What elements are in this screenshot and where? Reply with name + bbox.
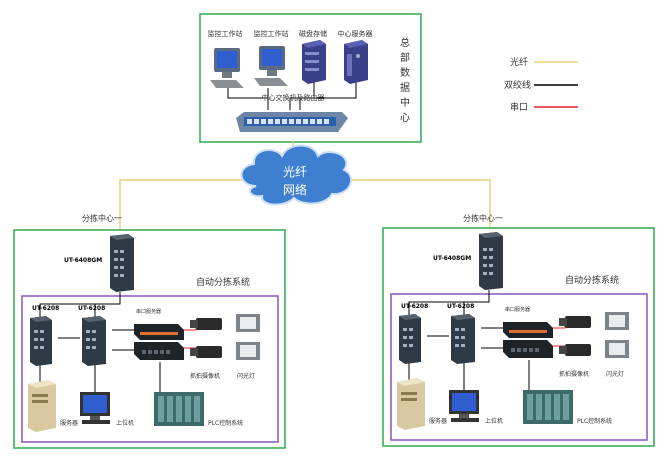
branch1-serial-server-icon bbox=[134, 324, 184, 360]
hq-core-switch-icon bbox=[236, 112, 348, 132]
branch1-top-switch-icon bbox=[110, 234, 134, 292]
svg-text:数: 数 bbox=[400, 66, 410, 79]
branch1-server-label: 服务器 bbox=[60, 419, 78, 427]
branch2-flash-icon bbox=[605, 312, 629, 358]
cloud-line2: 网络 bbox=[283, 182, 307, 197]
branch1-purple-box bbox=[21, 295, 279, 443]
branch2-purple-box bbox=[390, 293, 648, 441]
branch1-center-label: 分拣中心一 bbox=[82, 213, 122, 223]
branch2-plc-icon bbox=[523, 390, 573, 424]
hq-server-label: 中心服务器 bbox=[338, 29, 373, 38]
branch2-switch-a-label: UT-6208 bbox=[401, 303, 428, 310]
hq-title: 总 部 数 据 中 心 bbox=[400, 36, 410, 124]
branch2-plc-label: PLC控制系统 bbox=[577, 417, 612, 425]
branch1-links bbox=[39, 292, 161, 394]
branch2: UT-6408GM 自动分拣系统 UT-6208 UT-6208 bbox=[382, 227, 655, 447]
branch2-switch-a-icon bbox=[399, 314, 421, 364]
branch1-flash-icon bbox=[236, 314, 260, 360]
branch1-switch-b-label: UT-6208 bbox=[78, 305, 105, 312]
hq-server-icon bbox=[344, 40, 368, 84]
branch1-flash-label: 闪光灯 bbox=[237, 372, 255, 380]
legend-fiber-label: 光纤 bbox=[510, 56, 528, 68]
branch2-center-label: 分拣中心一 bbox=[463, 213, 503, 223]
hq-storage-label: 磁盘存储 bbox=[299, 29, 327, 38]
branch2-flash-label: 闪光灯 bbox=[606, 370, 624, 378]
branch2-serial-server-label: 串口服务器 bbox=[505, 306, 530, 313]
branch2-switch-b-label: UT-6208 bbox=[447, 303, 474, 310]
hq-storage-icon bbox=[302, 40, 326, 84]
hq-core-switch-label: 中心交换机及路由器 bbox=[262, 93, 325, 102]
branch2-top-switch-label: UT-6408GM bbox=[433, 255, 471, 262]
branch2-server-icon bbox=[397, 378, 425, 430]
branch1-serial-server-label: 串口服务器 bbox=[136, 308, 161, 315]
hq-workstation2-icon bbox=[254, 46, 288, 86]
hq-workstation2-label: 监控工作站 bbox=[254, 29, 289, 38]
legend-serial-label: 串口 bbox=[510, 102, 528, 113]
branch2-camera-icon bbox=[559, 316, 591, 356]
branch1-pc-icon bbox=[80, 392, 110, 424]
hq-workstation1-icon bbox=[210, 48, 244, 88]
svg-text:据: 据 bbox=[400, 81, 410, 94]
branch1-switch-a-label: UT-6208 bbox=[32, 305, 59, 312]
branch1-pc-label: 上位机 bbox=[116, 419, 134, 427]
branch1-top-switch-label: UT-6408GM bbox=[64, 257, 102, 264]
svg-text:总: 总 bbox=[400, 36, 410, 49]
branch2-camera-label: 抓拍摄像机 bbox=[559, 370, 589, 378]
legend-twisted-pair-label: 双绞线 bbox=[504, 79, 531, 91]
svg-text:中: 中 bbox=[400, 96, 410, 109]
branch1-plc-icon bbox=[154, 392, 204, 426]
branch2-system-label: 自动分拣系统 bbox=[565, 274, 619, 286]
branch2-server-label: 服务器 bbox=[429, 417, 447, 425]
branch1-switch-a-icon bbox=[30, 316, 52, 366]
branch1-server-icon bbox=[28, 380, 56, 432]
svg-text:心: 心 bbox=[400, 112, 410, 124]
branch2-top-switch-icon bbox=[479, 232, 503, 290]
branch2-switch-b-icon bbox=[451, 314, 475, 364]
fiber-network-cloud bbox=[240, 144, 353, 206]
branch1-plc-label: PLC控制系统 bbox=[208, 419, 243, 427]
branch1-switch-b-icon bbox=[82, 316, 106, 366]
branch2-serial-server-icon bbox=[503, 322, 553, 358]
hq-workstation1-label: 监控工作站 bbox=[208, 29, 243, 38]
branch2-pc-label: 上位机 bbox=[485, 417, 503, 425]
svg-text:部: 部 bbox=[400, 51, 410, 64]
cloud-line1: 光纤 bbox=[283, 165, 307, 179]
branch1-system-label: 自动分拣系统 bbox=[196, 276, 250, 288]
branch1: UT-6408GM 自动分拣系统 UT-6208 bbox=[13, 229, 286, 449]
branch2-links bbox=[408, 290, 530, 392]
branch1-camera-label: 抓拍摄像机 bbox=[190, 372, 220, 380]
hq-links bbox=[227, 82, 357, 110]
branch2-pc-icon bbox=[449, 390, 479, 422]
branch1-camera-icon bbox=[190, 318, 222, 358]
